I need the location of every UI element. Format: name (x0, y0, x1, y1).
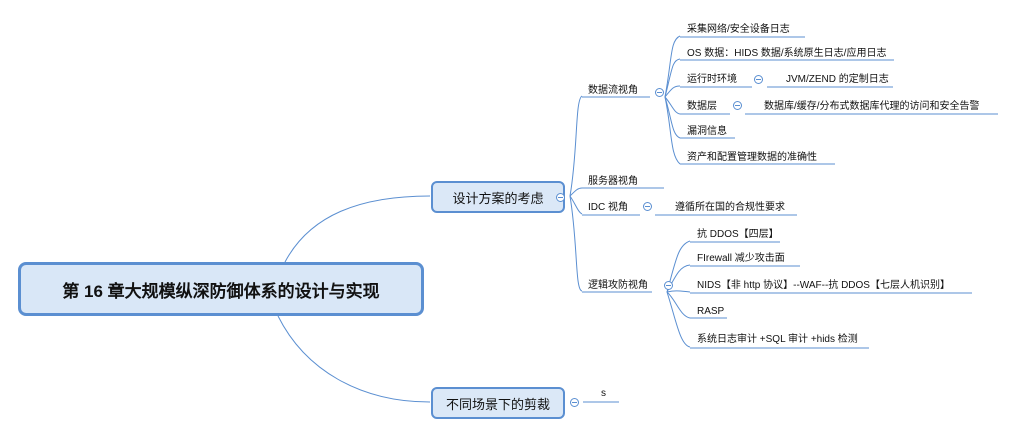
collapse-toggle-icon[interactable] (733, 101, 742, 110)
leaf-asset-config[interactable]: 资产和配置管理数据的准确性 (687, 152, 817, 163)
leaf-audit[interactable]: 系统日志审计 +SQL 审计 +hids 检测 (697, 334, 858, 345)
leaf-anti-ddos-l4[interactable]: 抗 DDOS【四层】 (697, 229, 779, 240)
leaf-runtime[interactable]: 运行时环境 (687, 74, 737, 85)
root-topic[interactable]: 第 16 章大规模纵深防御体系的设计与实现 (18, 262, 424, 316)
collapse-toggle-icon[interactable] (570, 398, 579, 407)
collapse-toggle-icon[interactable] (754, 75, 763, 84)
collapse-toggle-icon[interactable] (643, 202, 652, 211)
leaf-data-layer-detail[interactable]: 数据库/缓存/分布式数据库代理的访问和安全告警 (764, 101, 980, 112)
leaf-rasp[interactable]: RASP (697, 306, 725, 317)
leaf-os-data[interactable]: OS 数据：HIDS 数据/系统原生日志/应用日志 (687, 48, 887, 59)
leaf-runtime-detail[interactable]: JVM/ZEND 的定制日志 (786, 74, 889, 85)
leaf-s[interactable]: s (601, 388, 606, 399)
collapse-toggle-icon[interactable] (655, 88, 664, 97)
leaf-firewall[interactable]: FIrewall 减少攻击面 (697, 253, 785, 264)
branch-design-considerations[interactable]: 设计方案的考虑 (431, 181, 565, 213)
subtopic-server[interactable]: 服务器视角 (588, 176, 638, 187)
subtopic-logic-attack[interactable]: 逻辑攻防视角 (588, 280, 648, 291)
leaf-vulnerability-info[interactable]: 漏洞信息 (687, 126, 727, 137)
leaf-idc-compliance[interactable]: 遵循所在国的合规性要求 (675, 202, 785, 213)
subtopic-data-flow[interactable]: 数据流视角 (588, 85, 638, 96)
leaf-nids-waf[interactable]: NIDS【非 http 协议】--WAF--抗 DDOS【七层人机识别】 (697, 280, 950, 291)
collapse-toggle-icon[interactable] (556, 193, 565, 202)
collapse-toggle-icon[interactable] (664, 281, 673, 290)
subtopic-idc[interactable]: IDC 视角 (588, 202, 628, 213)
branch-scenario-tailoring[interactable]: 不同场景下的剪裁 (431, 387, 565, 419)
leaf-collect-logs[interactable]: 采集网络/安全设备日志 (687, 24, 790, 35)
leaf-data-layer[interactable]: 数据层 (687, 101, 717, 112)
